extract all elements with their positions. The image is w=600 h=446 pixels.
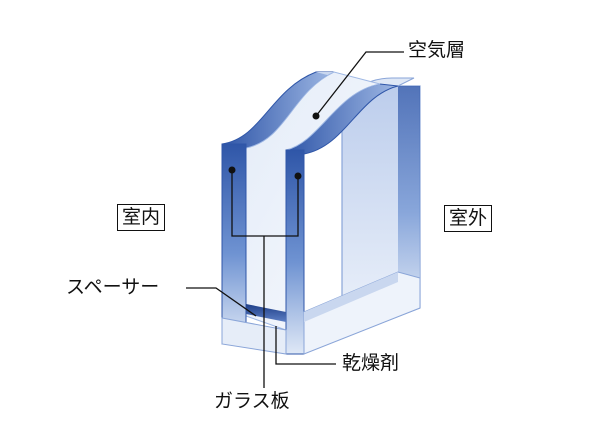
middle-glass-pane <box>286 150 304 354</box>
label-glass-pane: ガラス板 <box>214 392 290 411</box>
label-desiccant: 乾燥剤 <box>342 354 399 373</box>
label-outdoor: 室外 <box>444 205 492 232</box>
label-spacer: スペーサー <box>66 278 159 297</box>
label-indoor: 室内 <box>117 204 165 231</box>
label-air-layer: 空気層 <box>408 41 465 60</box>
inner-glass-pane <box>222 144 246 344</box>
